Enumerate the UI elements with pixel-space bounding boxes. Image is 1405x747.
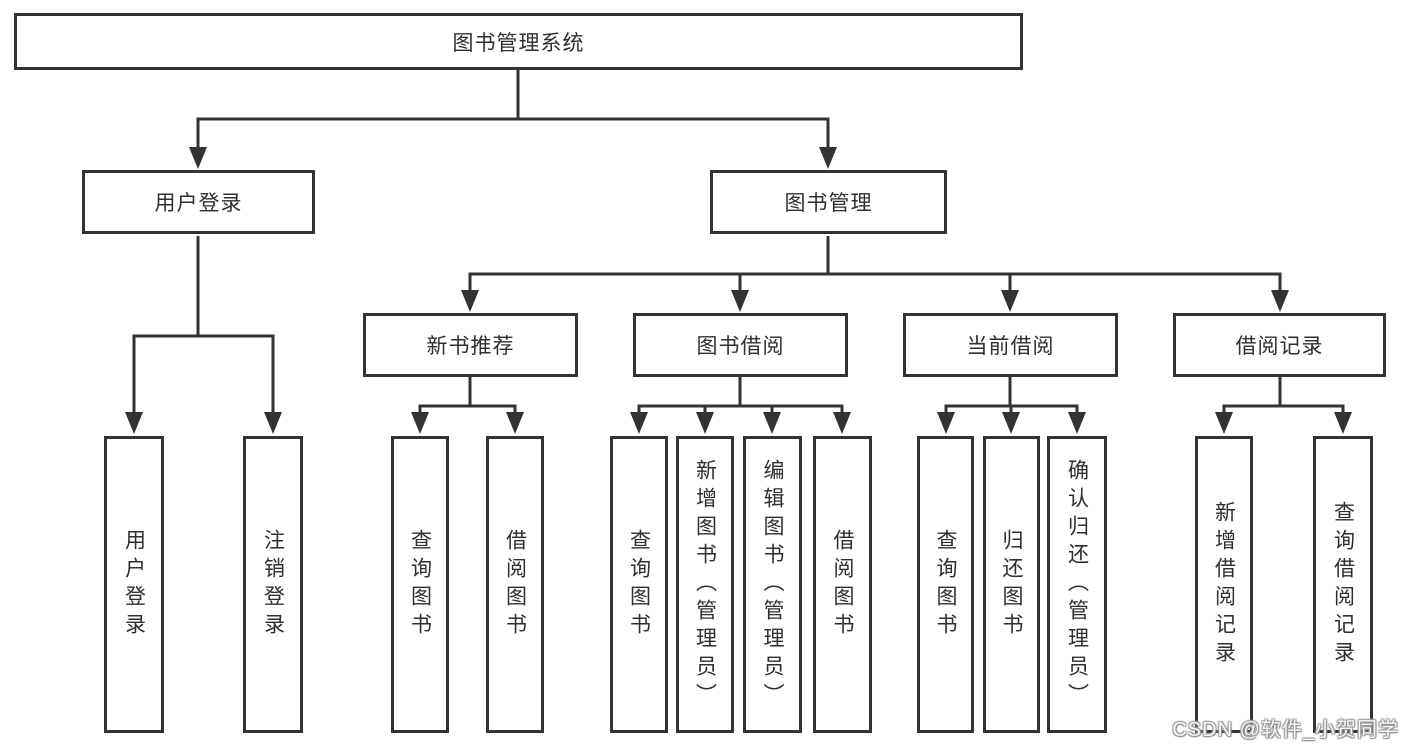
node-add-borrow-record: 新增借阅记录 — [1195, 436, 1253, 733]
node-edit-books-admin: 编辑图书（管理员） — [743, 436, 802, 733]
csdn-watermark: CSDN @软件_小贺同学 — [1172, 719, 1399, 741]
node-new-book-recommend: 新书推荐 — [363, 313, 578, 377]
node-book-borrowing: 图书借阅 — [633, 313, 848, 377]
node-return-books: 归还图书 — [983, 436, 1040, 733]
node-confirm-return-admin: 确认归还（管理员） — [1047, 436, 1107, 733]
node-query-books-recommend: 查询图书 — [391, 436, 449, 733]
node-logout-leaf: 注销登录 — [243, 436, 303, 733]
node-user-login-leaf: 用户登录 — [104, 436, 164, 733]
node-query-borrow-record: 查询借阅记录 — [1313, 436, 1373, 733]
node-query-books-borrowing: 查询图书 — [610, 436, 668, 733]
node-borrow-books-borrowing: 借阅图书 — [813, 436, 872, 733]
node-borrow-books-recommend: 借阅图书 — [486, 436, 544, 733]
node-root: 图书管理系统 — [14, 13, 1023, 70]
node-user-login-branch: 用户登录 — [82, 170, 315, 234]
node-query-books-current: 查询图书 — [917, 436, 974, 733]
node-add-books-admin: 新增图书（管理员） — [676, 436, 734, 733]
node-borrowing-records: 借阅记录 — [1173, 313, 1386, 377]
node-current-borrowing: 当前借阅 — [903, 313, 1118, 377]
node-book-management-branch: 图书管理 — [710, 170, 947, 234]
